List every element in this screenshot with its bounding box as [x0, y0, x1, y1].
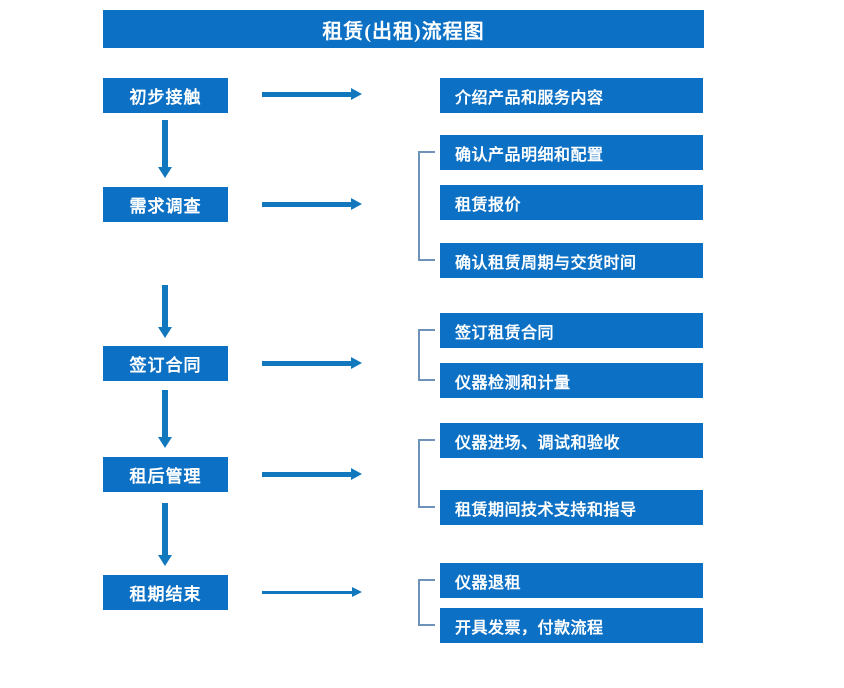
- arrow-shaft: [262, 591, 353, 594]
- arrow-to-intro: [262, 88, 362, 100]
- arrow-contact-to-survey: [158, 120, 172, 178]
- arrow-aftercare-to-end: [158, 503, 172, 566]
- detail-box-invoice-payment[interactable]: 开具发票，付款流程: [440, 608, 703, 643]
- arrow-head: [158, 555, 172, 566]
- arrow-head: [158, 167, 172, 178]
- bracket-endlease-group: [418, 579, 435, 626]
- bracket-aftercare-group: [418, 439, 435, 508]
- page-title: 租赁(出租)流程图: [103, 10, 704, 48]
- detail-box-instrument-testing[interactable]: 仪器检测和计量: [440, 363, 703, 398]
- arrow-head: [351, 198, 362, 210]
- arrow-shaft: [262, 472, 352, 477]
- bracket-requirements-group: [418, 151, 435, 261]
- stage-box-xuqiudiaocha[interactable]: 需求调查: [103, 187, 228, 222]
- arrow-head: [351, 468, 362, 480]
- arrow-to-requirements: [262, 198, 362, 210]
- arrow-to-contract: [262, 357, 362, 369]
- stage-box-zuhouguanli[interactable]: 租后管理: [103, 457, 228, 492]
- arrow-shaft: [262, 92, 352, 97]
- detail-box-intro-products[interactable]: 介绍产品和服务内容: [440, 78, 703, 113]
- detail-box-instrument-delivery[interactable]: 仪器进场、调试和验收: [440, 423, 703, 458]
- stage-box-qiandinghetong[interactable]: 签订合同: [103, 346, 228, 381]
- stage-box-zuqijieshu[interactable]: 租期结束: [103, 575, 228, 610]
- arrow-shaft: [162, 120, 168, 167]
- detail-box-confirm-period[interactable]: 确认租赁周期与交货时间: [440, 243, 703, 278]
- detail-box-rental-quote[interactable]: 租赁报价: [440, 185, 703, 220]
- arrow-survey-to-contract: [158, 285, 172, 338]
- stage-box-chuburjiechu[interactable]: 初步接触: [103, 78, 228, 113]
- bracket-contract-group: [418, 329, 435, 381]
- arrow-head: [351, 357, 362, 369]
- detail-box-technical-support[interactable]: 租赁期间技术支持和指导: [440, 490, 703, 525]
- arrow-head: [158, 327, 172, 338]
- detail-box-confirm-specs[interactable]: 确认产品明细和配置: [440, 135, 703, 170]
- arrow-to-endlease: [262, 586, 362, 598]
- arrow-head: [158, 437, 172, 448]
- arrow-head: [351, 88, 362, 100]
- arrow-shaft: [162, 503, 168, 555]
- arrow-shaft: [162, 390, 168, 437]
- arrow-shaft: [262, 361, 352, 366]
- arrow-to-aftercare: [262, 468, 362, 480]
- detail-box-sign-rental-contract[interactable]: 签订租赁合同: [440, 313, 703, 348]
- arrow-shaft: [262, 202, 352, 207]
- arrow-head: [352, 587, 362, 597]
- arrow-shaft: [162, 285, 168, 327]
- arrow-contract-to-aftercare: [158, 390, 172, 448]
- detail-box-instrument-return[interactable]: 仪器退租: [440, 563, 703, 598]
